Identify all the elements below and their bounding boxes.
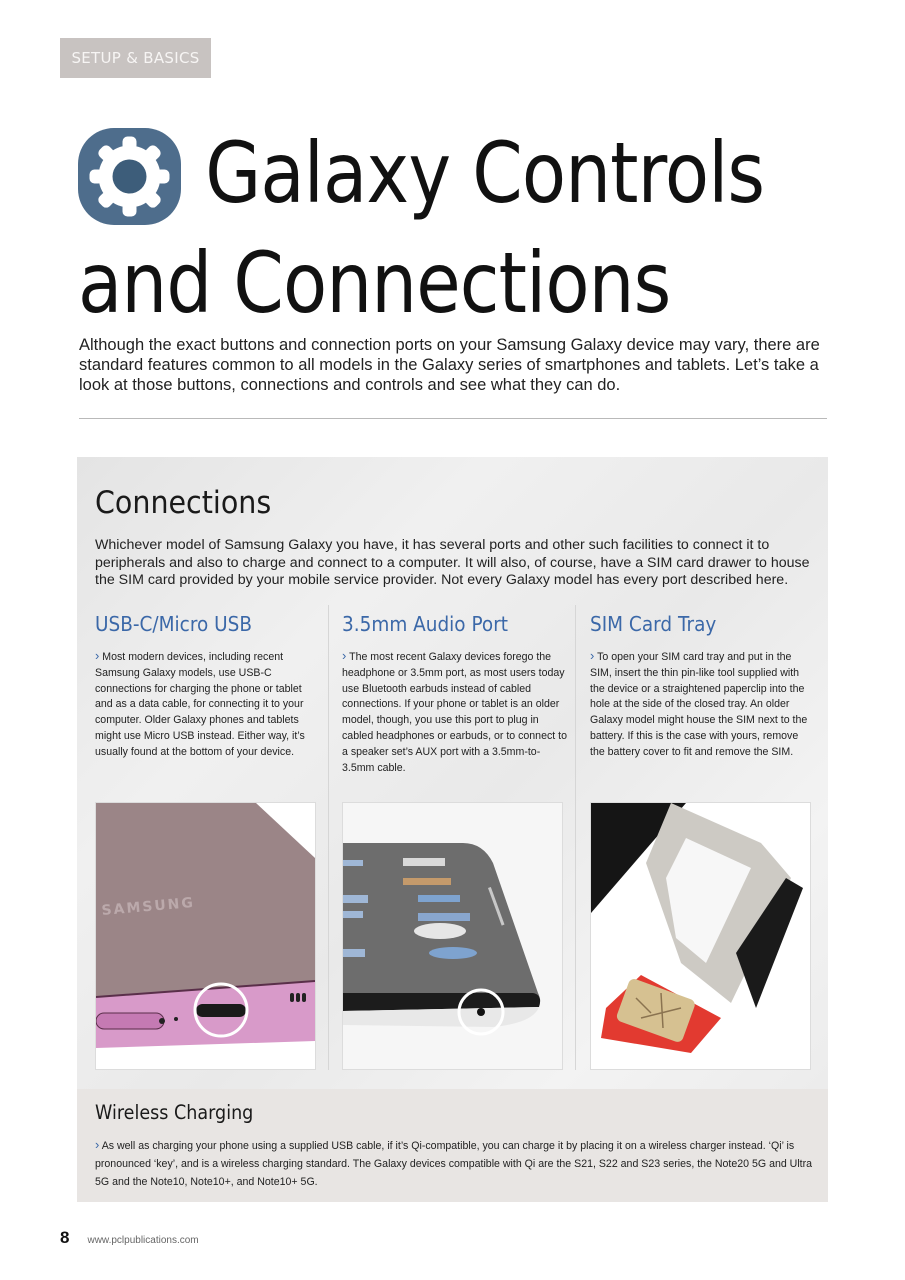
page-title-block: Galaxy Controls and Connections: [78, 118, 858, 338]
title-line-1: Galaxy Controls: [205, 124, 765, 222]
usb-port-photo: SAMSUNG: [95, 802, 316, 1070]
sim-tray-photo: [590, 802, 811, 1070]
wireless-charging-section: Wireless Charging › As well as charging …: [77, 1089, 828, 1202]
column-text: › The most recent Galaxy devices forego …: [342, 648, 567, 776]
website-link[interactable]: www.pclpublications.com: [87, 1235, 199, 1246]
wireless-heading: Wireless Charging: [95, 1101, 254, 1124]
column-heading: SIM Card Tray: [590, 612, 717, 636]
settings-gear-icon: [78, 128, 181, 225]
column-heading: USB-C/Micro USB: [95, 612, 253, 636]
connections-section: Connections Whichever model of Samsung G…: [77, 457, 828, 1089]
page-title: Galaxy Controls and Connections: [78, 118, 765, 338]
column-heading: 3.5mm Audio Port: [342, 612, 509, 636]
chevron-right-icon: ›: [342, 648, 347, 663]
title-line-2: and Connections: [78, 234, 671, 332]
connections-heading: Connections: [95, 485, 272, 521]
page-number: 8: [60, 1228, 70, 1247]
column-body: The most recent Galaxy devices forego th…: [342, 651, 567, 774]
section-tag: SETUP & BASICS: [60, 38, 211, 78]
audio-port-photo: [342, 802, 563, 1070]
wireless-body: As well as charging your phone using a s…: [95, 1140, 813, 1188]
connections-intro: Whichever model of Samsung Galaxy you ha…: [95, 537, 810, 588]
intro-paragraph: Although the exact buttons and connectio…: [79, 336, 820, 394]
column-divider: [575, 605, 576, 1070]
column-divider: [328, 605, 329, 1070]
column-audio: 3.5mm Audio Port › The most recent Galax…: [342, 612, 567, 776]
page-footer: 8 www.pclpublications.com: [60, 1228, 199, 1248]
chevron-right-icon: ›: [95, 648, 100, 663]
column-text: › To open your SIM card tray and put in …: [590, 648, 815, 761]
column-usb: USB-C/Micro USB › Most modern devices, i…: [95, 612, 320, 761]
divider: [79, 418, 827, 419]
column-body: Most modern devices, including recent Sa…: [95, 651, 305, 758]
column-body: To open your SIM card tray and put in th…: [590, 651, 808, 758]
column-sim: SIM Card Tray › To open your SIM card tr…: [590, 612, 815, 761]
chevron-right-icon: ›: [95, 1137, 100, 1152]
column-text: › Most modern devices, including recent …: [95, 648, 320, 761]
chevron-right-icon: ›: [590, 648, 595, 663]
wireless-text: › As well as charging your phone using a…: [95, 1136, 820, 1191]
